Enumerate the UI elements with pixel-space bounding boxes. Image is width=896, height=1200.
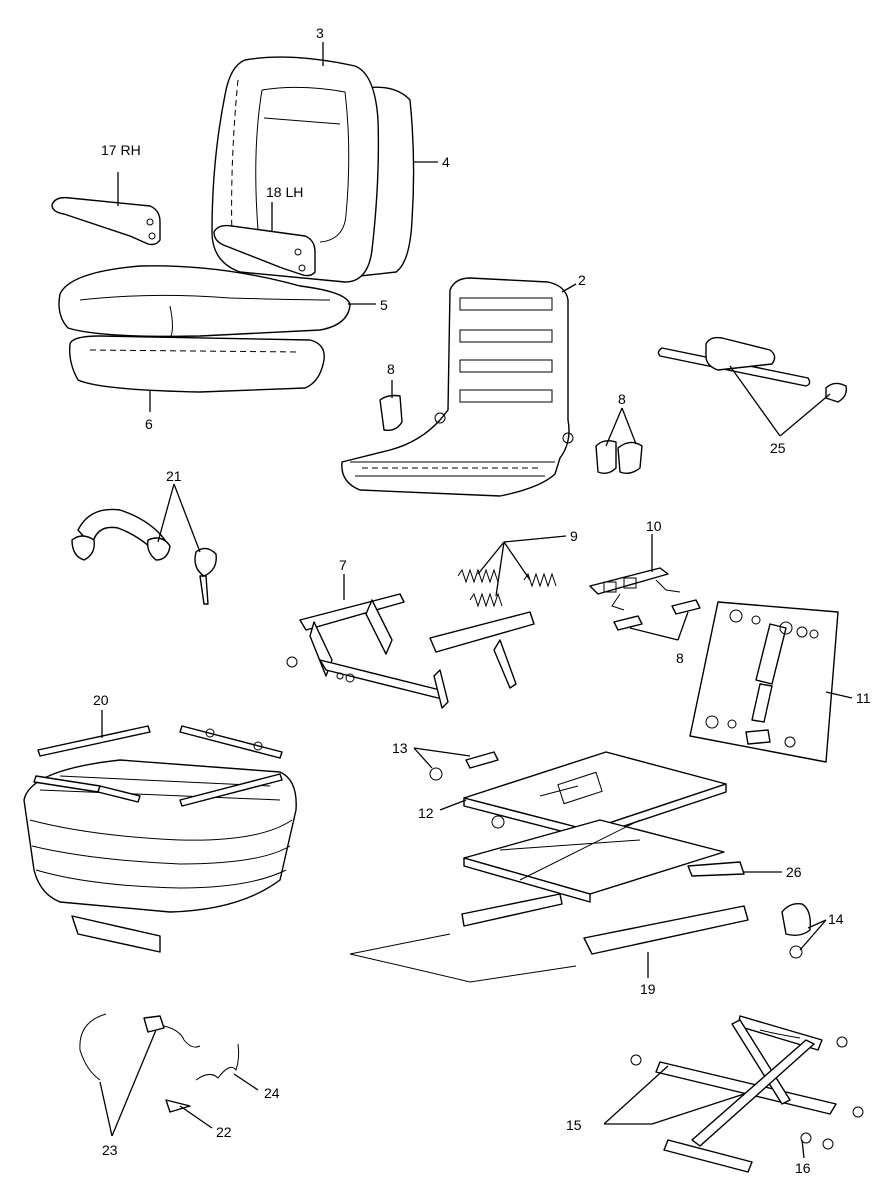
rods — [37, 725, 283, 759]
label-25: 25 — [770, 440, 786, 456]
seat-pad — [68, 335, 325, 393]
label-14: 14 — [828, 911, 844, 927]
label-4: 4 — [442, 154, 450, 170]
label-20: 20 — [93, 692, 109, 708]
hinge-cover-left — [379, 394, 403, 432]
label-5: 5 — [380, 297, 388, 313]
gas-strut-kit — [689, 601, 839, 763]
seat-belt — [71, 508, 217, 605]
label-19: 19 — [640, 981, 656, 997]
label-3: 3 — [316, 25, 324, 41]
suspension-bellows — [23, 759, 297, 953]
label-22: 22 — [216, 1124, 232, 1140]
label-2: 2 — [578, 272, 586, 288]
label-6: 6 — [145, 416, 153, 432]
label-12: 12 — [418, 805, 434, 821]
pin-22 — [165, 1099, 191, 1113]
label-11: 11 — [856, 690, 871, 706]
springs — [457, 568, 557, 608]
label-13: 13 — [392, 740, 408, 756]
armrest-lh — [213, 224, 316, 277]
label-18-lh: 18 LH — [266, 184, 303, 200]
leader-lines — [99, 42, 853, 1159]
label-10: 10 — [646, 518, 662, 534]
cable-23 — [79, 1013, 201, 1081]
recline-mechanism — [286, 593, 535, 709]
label-15: 15 — [566, 1117, 582, 1133]
label-16: 16 — [795, 1160, 811, 1176]
bushings — [613, 599, 701, 631]
bump-stop — [781, 902, 812, 959]
seat-cushion — [58, 265, 351, 339]
backrest-assembly — [211, 56, 415, 283]
slide-rail — [349, 893, 749, 983]
scissor-base — [463, 751, 745, 903]
hinge-cover-right — [595, 439, 643, 475]
wire-24 — [195, 1043, 240, 1081]
lock-plate — [589, 567, 681, 611]
label-7: 7 — [339, 557, 347, 573]
label-8-right: 8 — [618, 391, 626, 407]
small-bracket — [429, 751, 499, 781]
label-26: 26 — [786, 864, 802, 880]
label-23: 23 — [102, 1142, 118, 1158]
release-handle — [657, 336, 848, 403]
label-17-rh: 17 RH — [101, 142, 141, 158]
armrest-rh — [51, 196, 161, 246]
seat-frame — [341, 277, 574, 497]
label-8-lower: 8 — [676, 650, 684, 666]
label-21: 21 — [166, 468, 182, 484]
part-labels: 3 4 17 RH 18 LH 5 6 2 8 8 25 21 9 10 7 8… — [93, 25, 871, 1176]
label-9: 9 — [570, 528, 578, 544]
lower-scissor — [630, 1015, 864, 1173]
label-24: 24 — [264, 1085, 280, 1101]
label-8-left: 8 — [387, 361, 395, 377]
